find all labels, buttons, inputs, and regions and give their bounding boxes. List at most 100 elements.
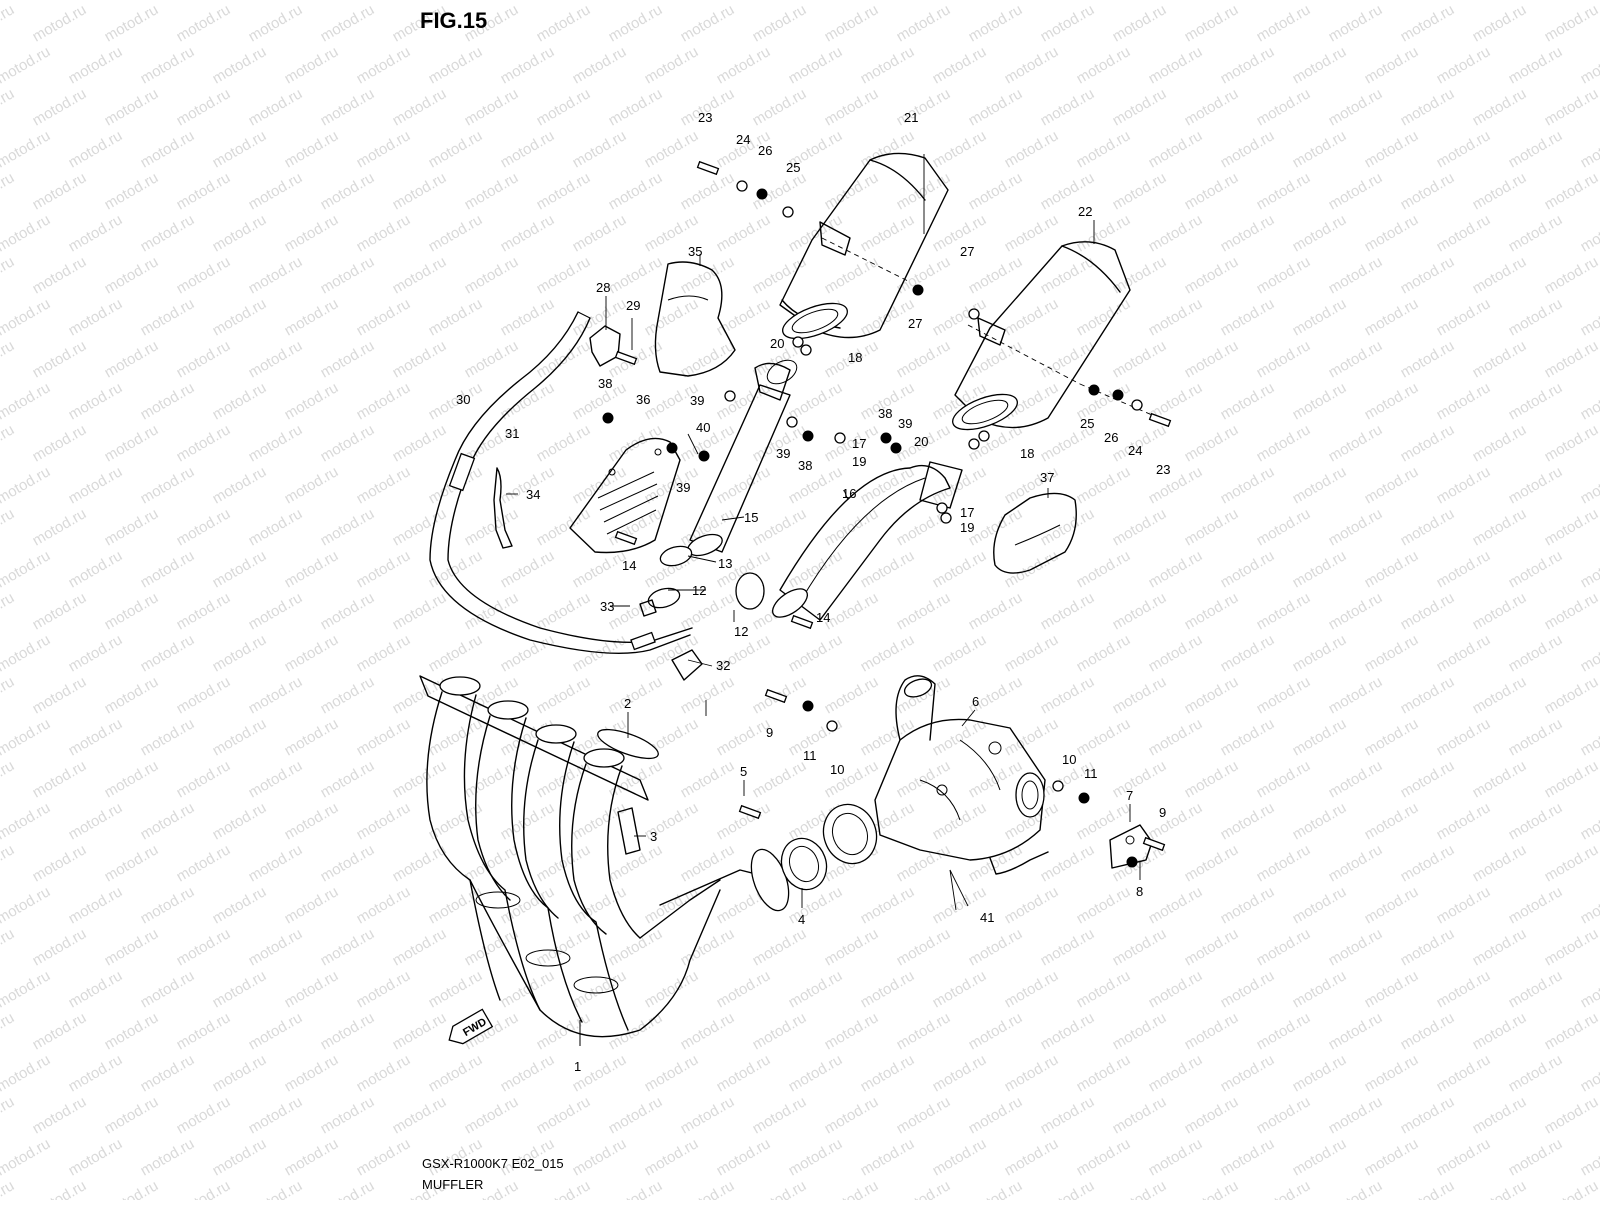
watermark-text: motod.ru	[138, 379, 198, 423]
section-name: MUFFLER	[422, 1177, 483, 1192]
watermark-text: motod.ru	[966, 1093, 1026, 1137]
watermark-text: motod.ru	[750, 1, 810, 45]
watermark-text: motod.ru	[318, 589, 378, 633]
watermark-text: motod.ru	[606, 85, 666, 129]
watermark-text: motod.ru	[1362, 379, 1422, 423]
watermark-text: motod.ru	[0, 1135, 53, 1179]
watermark-text: motod.ru	[1074, 715, 1134, 759]
watermark-text: motod.ru	[246, 673, 306, 717]
watermark-text: motod.ru	[1146, 631, 1206, 675]
watermark-text: motod.ru	[1542, 589, 1600, 633]
watermark-text: motod.ru	[750, 1009, 810, 1053]
watermark-text: motod.ru	[534, 421, 594, 465]
watermark-text: motod.ru	[1470, 169, 1530, 213]
watermark-text: motod.ru	[1434, 967, 1494, 1011]
watermark-text: motod.ru	[0, 463, 53, 507]
watermark-text: motod.ru	[570, 0, 630, 3]
gasket-12-right-art	[736, 573, 764, 609]
watermark-text: motod.ru	[1110, 337, 1170, 381]
watermark-text: motod.ru	[210, 547, 270, 591]
watermark-text: motod.ru	[1398, 337, 1458, 381]
watermark-text: motod.ru	[1182, 925, 1242, 969]
watermark-text: motod.ru	[1434, 379, 1494, 423]
watermark-text: motod.ru	[0, 883, 53, 927]
watermark-text: motod.ru	[390, 757, 450, 801]
watermark-text: motod.ru	[1542, 1009, 1600, 1053]
watermark-text: motod.ru	[930, 967, 990, 1011]
watermark-text: motod.ru	[1146, 127, 1206, 171]
callout-18-upper: 18	[848, 350, 862, 365]
watermark-text: motod.ru	[174, 505, 234, 549]
watermark-text: motod.ru	[138, 43, 198, 87]
watermark-text: motod.ru	[1362, 463, 1422, 507]
callout-19-lower: 19	[960, 520, 974, 535]
watermark-text: motod.ru	[282, 715, 342, 759]
callout-41: 41	[980, 910, 994, 925]
watermark-text: motod.ru	[498, 1051, 558, 1095]
watermark-text: motod.ru	[66, 0, 126, 3]
watermark-text: motod.ru	[1038, 1009, 1098, 1053]
watermark-text: motod.ru	[570, 547, 630, 591]
watermark-text: motod.ru	[1326, 589, 1386, 633]
watermark-text: motod.ru	[858, 715, 918, 759]
watermark-text: motod.ru	[570, 127, 630, 171]
watermark-text: motod.ru	[390, 421, 450, 465]
watermark-text: motod.ru	[1146, 715, 1206, 759]
watermark-text: motod.ru	[894, 1093, 954, 1137]
watermark-text: motod.ru	[30, 673, 90, 717]
watermark-text: motod.ru	[1074, 1051, 1134, 1095]
watermark-text: motod.ru	[1506, 1135, 1566, 1179]
watermark-text: motod.ru	[174, 925, 234, 969]
watermark-text: motod.ru	[0, 295, 53, 339]
watermark-text: motod.ru	[966, 85, 1026, 129]
callout-14-left: 14	[622, 558, 636, 573]
watermark-text: motod.ru	[390, 589, 450, 633]
watermark-text: motod.ru	[606, 253, 666, 297]
watermark-text: motod.ru	[642, 1135, 702, 1179]
watermark-text: motod.ru	[930, 0, 990, 3]
washer-glyph	[1053, 781, 1063, 791]
watermark-text: motod.ru	[1470, 673, 1530, 717]
watermark-text: motod.ru	[1038, 673, 1098, 717]
washer-glyph	[787, 417, 797, 427]
callout-7: 7	[1126, 788, 1133, 803]
watermark-text: motod.ru	[1398, 253, 1458, 297]
watermark-text: motod.ru	[210, 127, 270, 171]
callout-34: 34	[526, 487, 540, 502]
watermark-text: motod.ru	[1074, 967, 1134, 1011]
watermark-text: motod.ru	[1254, 85, 1314, 129]
watermark-text: motod.ru	[930, 43, 990, 87]
callout-4: 4	[798, 912, 805, 927]
watermark-text: motod.ru	[210, 967, 270, 1011]
watermark-text: motod.ru	[30, 337, 90, 381]
watermark-text: motod.ru	[1398, 673, 1458, 717]
watermark-text: motod.ru	[426, 631, 486, 675]
watermark-text: motod.ru	[1218, 1135, 1278, 1179]
watermark-text: motod.ru	[66, 715, 126, 759]
watermark-text: motod.ru	[1218, 883, 1278, 927]
watermark-text: motod.ru	[1578, 547, 1600, 591]
watermark-text: motod.ru	[246, 337, 306, 381]
watermark-text: motod.ru	[1218, 0, 1278, 3]
watermark-text: motod.ru	[66, 883, 126, 927]
watermark-text: motod.ru	[714, 967, 774, 1011]
watermark-text: motod.ru	[498, 799, 558, 843]
watermark-text: motod.ru	[318, 253, 378, 297]
watermark-text: motod.ru	[102, 337, 162, 381]
watermark-text: motod.ru	[30, 85, 90, 129]
watermark-text: motod.ru	[858, 1051, 918, 1095]
watermark-text: motod.ru	[966, 1, 1026, 45]
watermark-text: motod.ru	[1398, 925, 1458, 969]
callout-18-lower: 18	[1020, 446, 1034, 461]
watermark-text: motod.ru	[138, 127, 198, 171]
callout-2: 2	[624, 696, 631, 711]
watermark-text: motod.ru	[1470, 421, 1530, 465]
watermark-text: motod.ru	[282, 211, 342, 255]
watermark-text: motod.ru	[1542, 925, 1600, 969]
watermark-text: motod.ru	[66, 799, 126, 843]
watermark-text: motod.ru	[1326, 1009, 1386, 1053]
watermark-text: motod.ru	[750, 1177, 810, 1200]
watermark-text: motod.ru	[750, 925, 810, 969]
washer-glyph	[783, 207, 793, 217]
